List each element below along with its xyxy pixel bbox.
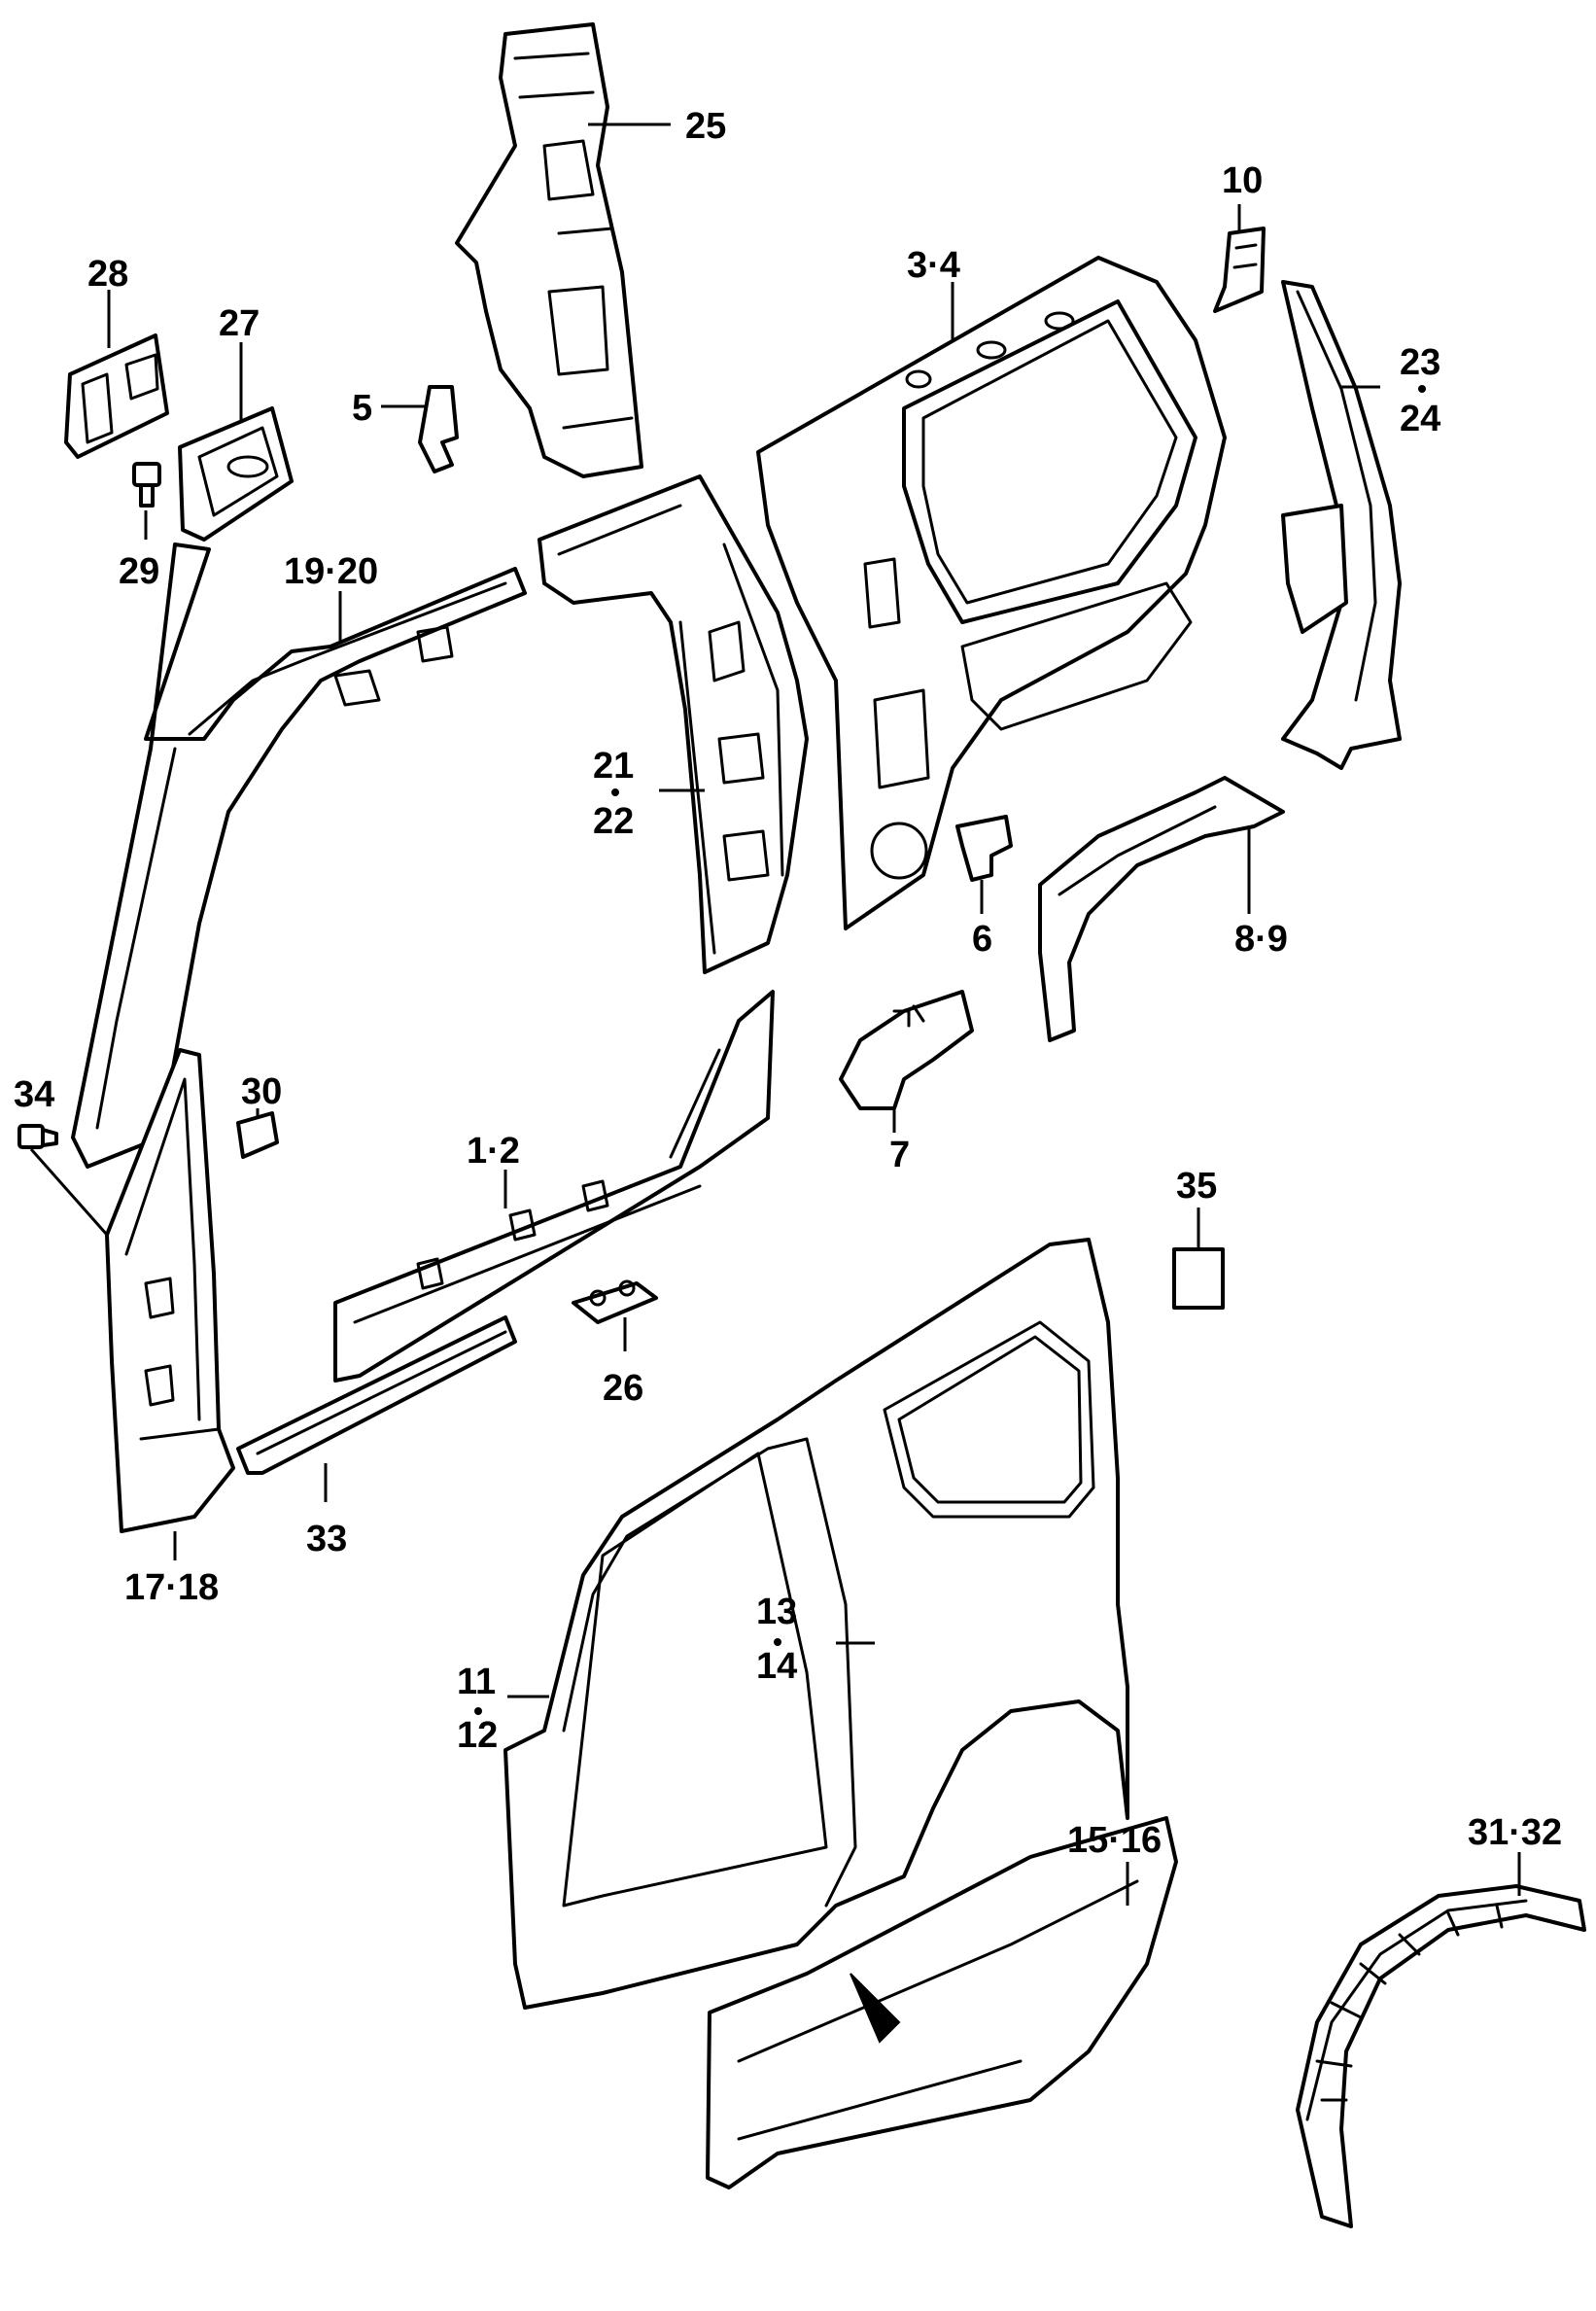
part-19-20-front-pillar bbox=[71, 543, 527, 1169]
part-27-housing bbox=[178, 406, 294, 542]
label-19-20: 19·20 bbox=[284, 551, 378, 592]
label-6: 6 bbox=[972, 919, 992, 960]
label-23: 23 bbox=[1400, 342, 1440, 383]
part-11-12-outer-side-panel bbox=[503, 1238, 1129, 2010]
part-21-22-center-pillar bbox=[538, 474, 809, 974]
part-10-bracket bbox=[1213, 227, 1266, 313]
label-25: 25 bbox=[685, 106, 726, 147]
dot-11-12 bbox=[474, 1707, 482, 1715]
label-17-18: 17·18 bbox=[124, 1567, 219, 1608]
part-7-bracket bbox=[839, 990, 974, 1110]
part-35-patch bbox=[1172, 1247, 1225, 1310]
dot-13-14 bbox=[774, 1638, 781, 1646]
label-11: 11 bbox=[457, 1662, 496, 1702]
label-34: 34 bbox=[14, 1074, 54, 1115]
part-31-32-wheel-house-liner bbox=[1296, 1884, 1586, 2228]
part-23-24-rear-pillar bbox=[1281, 280, 1402, 770]
label-21: 21 bbox=[593, 746, 634, 787]
label-5: 5 bbox=[352, 388, 372, 429]
label-15-16: 15·16 bbox=[1067, 1820, 1162, 1861]
label-30: 30 bbox=[241, 1071, 282, 1112]
part-6-bracket bbox=[955, 815, 1013, 882]
label-14: 14 bbox=[756, 1646, 797, 1687]
label-27: 27 bbox=[219, 303, 260, 344]
front-direction-arrow bbox=[850, 1973, 901, 2044]
label-1-2: 1·2 bbox=[467, 1131, 520, 1172]
part-29-bolt bbox=[132, 462, 161, 508]
part-3-4-inner-quarter-panel bbox=[756, 256, 1227, 930]
label-28: 28 bbox=[87, 254, 128, 295]
part-34-bolt bbox=[17, 1124, 58, 1149]
part-33-sill-reinforcement bbox=[236, 1315, 517, 1475]
label-13: 13 bbox=[756, 1592, 797, 1632]
part-28-plate bbox=[64, 333, 169, 459]
part-5-bracket bbox=[418, 385, 459, 473]
dot-21-22 bbox=[611, 788, 619, 796]
part-26-clip bbox=[572, 1279, 658, 1324]
label-24: 24 bbox=[1400, 399, 1440, 439]
label-22: 22 bbox=[593, 801, 634, 842]
part-30-bracket bbox=[236, 1111, 279, 1159]
label-12: 12 bbox=[457, 1715, 498, 1756]
label-7: 7 bbox=[889, 1135, 910, 1175]
label-29: 29 bbox=[119, 551, 159, 592]
part-8-9-wheel-house bbox=[1038, 776, 1285, 1042]
part-15-16-rear-outer-sill bbox=[706, 1816, 1178, 2189]
dot-23-24 bbox=[1418, 385, 1426, 393]
label-8-9: 8·9 bbox=[1234, 919, 1288, 960]
leader-lines bbox=[29, 123, 1521, 1906]
label-26: 26 bbox=[603, 1368, 643, 1409]
part-17-18-lower-pillar bbox=[105, 1048, 235, 1533]
label-33: 33 bbox=[306, 1519, 347, 1559]
label-3-4: 3·4 bbox=[907, 245, 960, 286]
part-25-pillar-reinforcement bbox=[455, 22, 643, 478]
label-10: 10 bbox=[1222, 160, 1263, 201]
label-31-32: 31·32 bbox=[1468, 1812, 1562, 1853]
part-1-2-inner-sill bbox=[333, 990, 775, 1383]
label-35: 35 bbox=[1176, 1166, 1217, 1207]
